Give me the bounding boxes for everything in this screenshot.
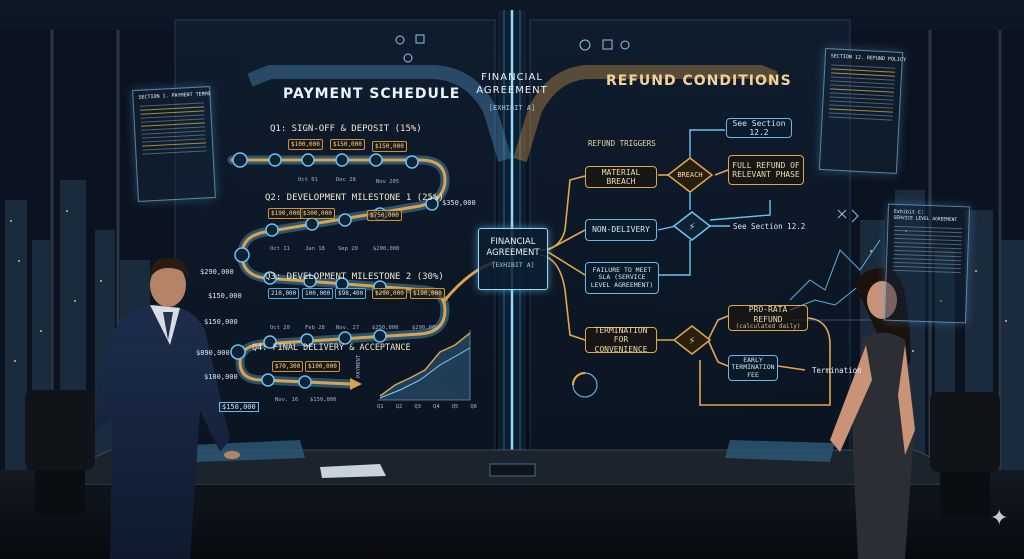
q3-amount-pill: $98,400 xyxy=(335,288,367,299)
financial-agreement-mid-title: FINANCIAL AGREEMENT xyxy=(486,237,540,258)
q1-end-amount: $350,000 xyxy=(442,199,476,207)
early-termination-fee-node: EARLY TERMINATION FEE xyxy=(728,355,778,381)
see-section-mid-label: See Section 12.2 xyxy=(733,222,806,231)
chart-y-label: PAYMENT xyxy=(356,354,362,378)
q1-amount-pill: $100,000 xyxy=(288,139,323,150)
left-amount: $100,000 xyxy=(204,373,238,381)
material-breach-node: MATERIAL BREACH xyxy=(585,166,657,188)
see-section-top-node: See Section 12.2 xyxy=(726,118,792,138)
gauge-widget xyxy=(571,371,598,398)
section-1-heading: SECTION 1. PAYMENT TERMS xyxy=(138,91,211,101)
decision-diamonds: ⚡ ⚡ xyxy=(666,157,714,355)
q1-date: Oct 01 xyxy=(298,177,318,183)
chart-x-label: Q4 xyxy=(433,404,440,410)
sparkle-icon: ✦ xyxy=(990,506,1008,531)
exhibit-c-subtitle: SERVICE LEVEL AGREEMENT xyxy=(893,215,958,224)
q4-amount-pill: $100,000 xyxy=(305,361,340,372)
q1-date: Nov 205 xyxy=(376,179,400,185)
q1-amount-pill: $150,000 xyxy=(372,141,407,152)
office-chairs xyxy=(25,390,1000,517)
chart-x-label: Q1 xyxy=(377,404,384,410)
left-amount: $290,000 xyxy=(200,268,234,276)
q3-date: $290,000 xyxy=(412,325,439,331)
q2-date: Jan 18 xyxy=(305,246,325,252)
q2-amount-pill: $750,000 xyxy=(367,210,402,221)
q3-label: Q3: DEVELOPMENT MILESTONE 2 (30%) xyxy=(265,272,444,282)
q2-amount-pill: $190,000 xyxy=(268,208,303,219)
svg-text:⚡: ⚡ xyxy=(688,222,695,233)
pro-rata-refund-node: PRO-RATA REFUND (calculated daily) xyxy=(728,305,808,331)
financial-agreement-top-title: FINANCIAL AGREEMENT xyxy=(476,72,548,96)
section-12-heading: SECTION 12. REFUND POLICY xyxy=(830,53,907,64)
q1-label: Q1: SIGN-OFF & DEPOSIT (15%) xyxy=(270,124,422,134)
q3-date: Oct 20 xyxy=(270,325,290,331)
refund-triggers-label: REFUND TRIGGERS xyxy=(588,139,656,148)
q2-date: Sep 20 xyxy=(338,246,358,252)
refund-conditions-title: REFUND CONDITIONS xyxy=(606,73,792,89)
section-12-refund-policy-document: SECTION 12. REFUND POLICY xyxy=(818,48,907,174)
payment-schedule-title: PAYMENT SCHEDULE xyxy=(283,86,461,102)
chart-x-label: Q2 xyxy=(395,404,403,410)
q2-date: $200,000 xyxy=(373,246,400,252)
q4-date: $150,000 xyxy=(310,397,337,403)
breach-node: BREACH xyxy=(677,170,703,179)
refund-flow-lines-blue xyxy=(657,129,771,276)
chart-x-label: Q3 xyxy=(414,404,421,410)
left-amount: $150,000 xyxy=(208,292,242,300)
q3-amount-pill: $190,000 xyxy=(410,288,445,299)
q4-amount-pill: $70,300 xyxy=(272,361,304,372)
left-amount: $150,000 xyxy=(219,402,259,412)
chart-x-labels: Q1 Q2 Q3 Q4 Q5 Q6 xyxy=(377,404,477,410)
pro-rata-subtitle: (calculated daily) xyxy=(735,322,801,330)
exhibit-a-top-label: [EXHIBIT A] xyxy=(488,104,536,112)
q3-date: Nov. 27 xyxy=(336,325,360,331)
panel-decor-icons xyxy=(395,34,859,223)
left-amount: $890,000 xyxy=(196,349,230,357)
non-delivery-node: NON-DELIVERY xyxy=(585,219,657,241)
q3-date: Feb 28 xyxy=(305,325,325,331)
q3-amount-pill: 210,000 xyxy=(268,288,300,299)
refund-flow-lines xyxy=(539,169,831,406)
chart-x-label: Q5 xyxy=(451,404,459,410)
q2-amount-pill: $300,000 xyxy=(300,208,335,219)
q3-amount-pill: 100,000 xyxy=(302,288,334,299)
conference-table xyxy=(34,440,991,497)
section-1-payment-terms-document: SECTION 1. PAYMENT TERMS xyxy=(132,86,216,202)
q4-date: Nov. 16 xyxy=(275,397,299,403)
payment-growth-chart xyxy=(378,330,471,401)
termination-label: Termination xyxy=(812,366,862,375)
q4-label: Q4: FINAL DELIVERY & ACCEPTANCE xyxy=(252,343,411,353)
svg-text:⚡: ⚡ xyxy=(688,336,695,347)
sla-node: FAILURE TO MEET SLA (SERVICE LEVEL AGREE… xyxy=(585,262,659,294)
exhibit-a-mid-label: [EXHIBIT A] xyxy=(491,261,535,270)
left-amount: $150,000 xyxy=(204,318,238,326)
q1-amount-pill: $150,000 xyxy=(330,139,365,150)
exhibit-c-sla-document: Exhibit C: SERVICE LEVEL AGREEMENT xyxy=(883,203,971,324)
pro-rata-title: PRO-RATA REFUND xyxy=(748,305,788,324)
businessman-figure xyxy=(95,258,240,559)
q3-date: $250,000 xyxy=(372,325,399,331)
q3-amount-pill: $290,000 xyxy=(372,288,407,299)
q2-label: Q2: DEVELOPMENT MILESTONE 1 (25%) xyxy=(265,193,444,203)
q1-date: Dec 28 xyxy=(336,177,356,183)
q2-date: Oct 11 xyxy=(270,246,290,252)
businesswoman-figure xyxy=(830,268,915,559)
chart-x-label: Q6 xyxy=(470,404,477,410)
financial-agreement-card: FINANCIAL AGREEMENT [EXHIBIT A] xyxy=(478,228,548,290)
full-refund-node: FULL REFUND OF RELEVANT PHASE xyxy=(728,155,804,185)
termination-convenience-node: TERMINATION FOR CONVENIENCE xyxy=(585,326,657,354)
